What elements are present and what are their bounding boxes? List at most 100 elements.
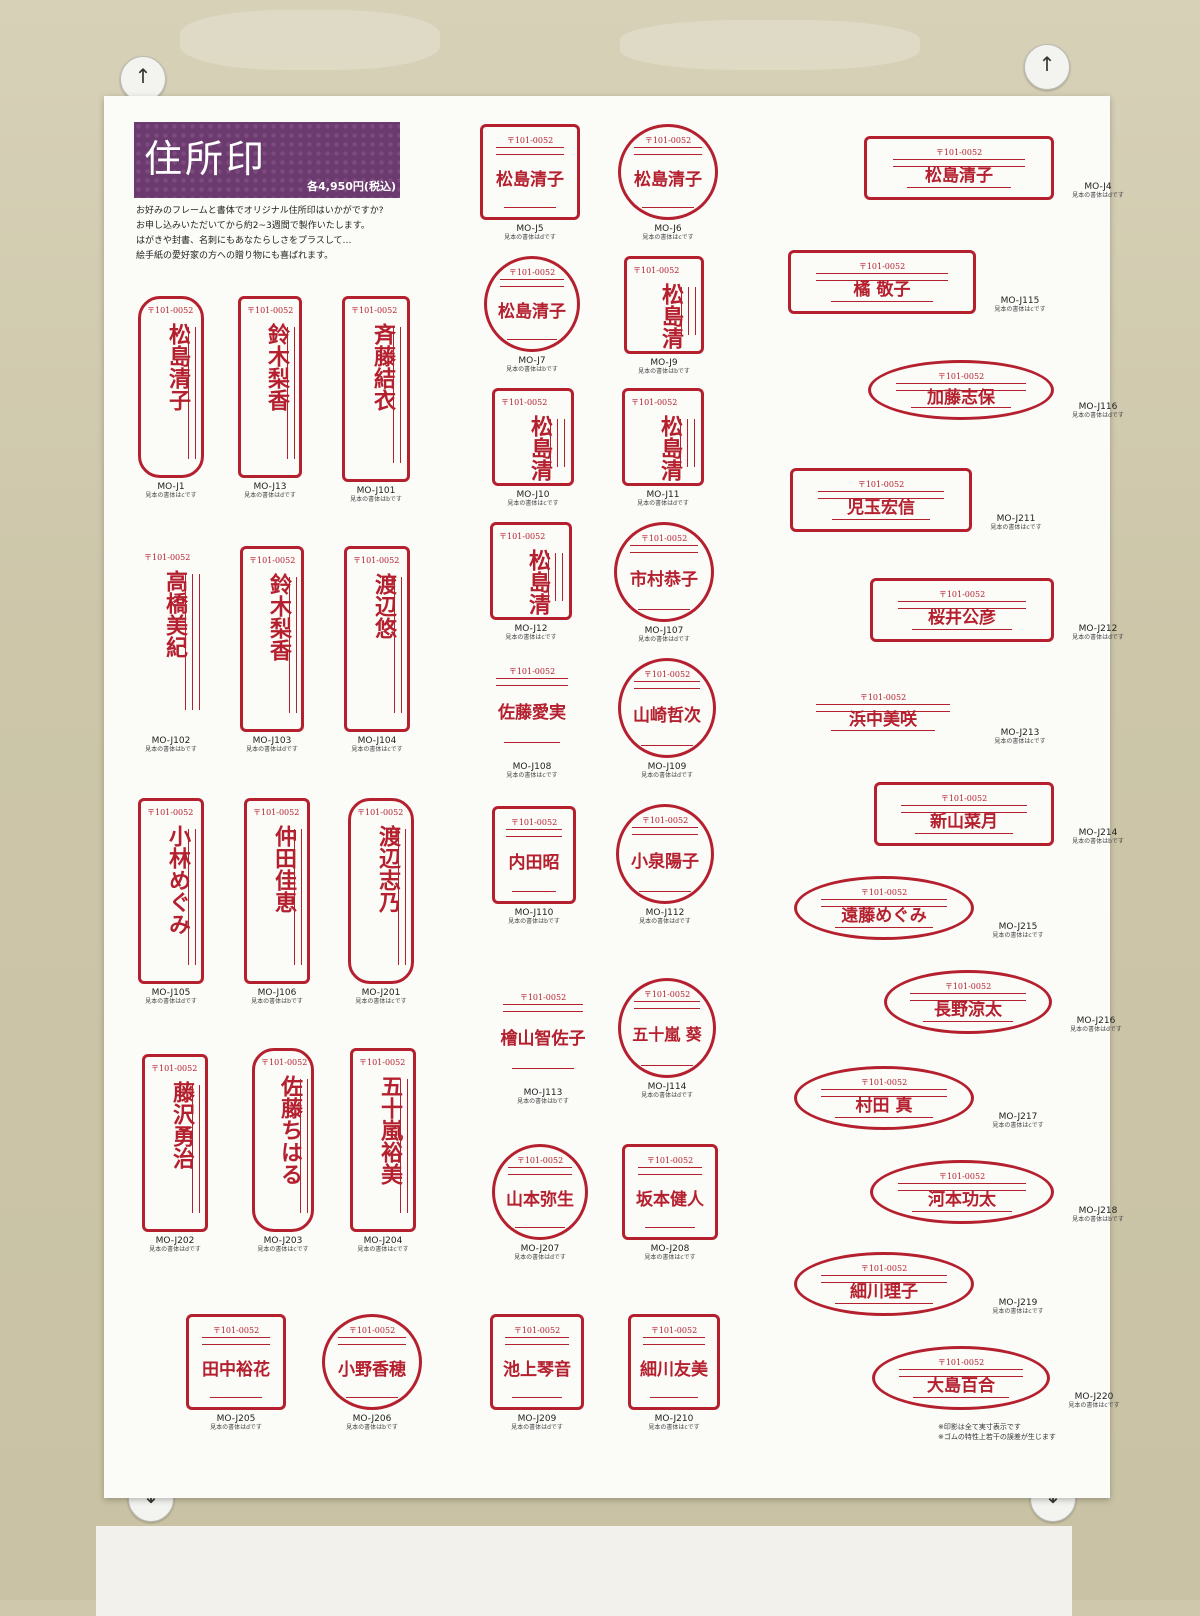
stamp-zip: 〒101-0052	[938, 590, 986, 599]
stamp-code: MO-J13	[253, 482, 287, 492]
stamp-font-note: 見本の書体はdです	[504, 234, 556, 241]
address-line	[901, 812, 1027, 813]
stamp-zip: 〒101-0052	[937, 1358, 985, 1367]
address-line	[338, 1344, 406, 1345]
address-line	[400, 1079, 402, 1213]
stamp-font-note: 見本の書体はcです	[992, 1308, 1044, 1315]
stamp-zip: 〒101-0052	[643, 990, 691, 999]
address-line	[188, 327, 190, 459]
address-line	[401, 577, 403, 713]
stamp-name: 浜中美咲	[849, 710, 917, 730]
stamp-code: MO-J110	[514, 908, 554, 918]
stamp-name: 河本功太	[928, 1190, 996, 1210]
stamp-code: MO-J6	[654, 224, 682, 234]
address-stamp: 〒101-0052 細川友美	[628, 1314, 720, 1410]
stamp-code: MO-J216	[1076, 1016, 1116, 1026]
stamp-code: MO-J116	[1078, 402, 1118, 412]
address-line	[821, 1282, 947, 1283]
stamp-zip: 〒101-0052	[147, 306, 194, 315]
stamp-code: MO-J213	[1000, 728, 1040, 738]
address-line	[505, 1337, 569, 1338]
stamp-font-note: 見本の書体はdです	[641, 1092, 693, 1099]
stamp-name: 児玉宏信	[847, 498, 915, 518]
address-line	[408, 577, 410, 713]
phone-line	[907, 187, 1011, 188]
address-line	[505, 829, 563, 830]
footnote-line: ※ゴムの特性上若干の誤差が生じます	[938, 1433, 1056, 1441]
stamp-font-note: 見本の書体はbです	[1072, 838, 1124, 845]
stamp-zip: 〒101-0052	[519, 993, 567, 1002]
stamp-name: 村田 真	[855, 1096, 913, 1116]
phone-line	[830, 730, 936, 731]
intro-line: 絵手紙の愛好家の方への贈り物にも喜ばれます。	[136, 251, 334, 261]
address-line	[185, 574, 187, 710]
stamp-code: MO-J210	[654, 1414, 694, 1424]
address-line	[694, 419, 696, 467]
arrow-up-icon: ↑	[134, 64, 152, 88]
address-line	[338, 1337, 406, 1338]
address-line	[499, 279, 565, 280]
phone-line	[915, 833, 1013, 834]
address-line	[192, 574, 194, 710]
stamp-zip: 〒101-0052	[499, 532, 546, 541]
address-line	[633, 681, 701, 682]
phone-line	[512, 1397, 562, 1398]
stamp-name: 加藤志保	[927, 388, 995, 408]
stamp-font-note: 見本の書体はcです	[355, 998, 407, 1005]
phone-line	[503, 207, 557, 208]
stamp-zip: 〒101-0052	[937, 372, 985, 381]
stamp-zip: 〒101-0052	[348, 1326, 396, 1335]
stamp-name: 桜井公彦	[928, 608, 996, 628]
stamp-name: 遠藤めぐみ	[841, 906, 927, 926]
stamp-code: MO-J205	[216, 1414, 256, 1424]
address-line	[199, 1085, 201, 1213]
stamp-zip: 〒101-0052	[640, 534, 688, 543]
address-line	[897, 608, 1027, 609]
stamp-code: MO-J112	[645, 908, 685, 918]
stamp-zip: 〒101-0052	[860, 1264, 908, 1273]
stamp-name: 松島清子	[498, 302, 566, 322]
address-line	[496, 685, 568, 686]
address-line	[548, 553, 550, 601]
stamp-code: MO-J114	[647, 1082, 687, 1092]
stamp-zip: 〒101-0052	[357, 808, 404, 817]
stamp-code: MO-J108	[512, 762, 552, 772]
stamp-font-note: 見本の書体はcです	[507, 500, 559, 507]
stamp-code: MO-J215	[998, 922, 1038, 932]
phone-line	[912, 1397, 1010, 1398]
stamp-zip: 〒101-0052	[935, 148, 983, 157]
address-line	[307, 1079, 309, 1213]
footnote-line: ※印影は全て実寸表示です	[938, 1423, 1021, 1431]
stamp-name: 五十嵐 葵	[632, 1025, 702, 1044]
stamp-zip: 〒101-0052	[650, 1326, 698, 1335]
address-line	[631, 827, 699, 828]
stamp-font-note: 見本の書体はbです	[508, 918, 560, 925]
address-line	[503, 1004, 583, 1005]
stamp-name: 細川友美	[640, 1360, 708, 1380]
intro-line: はがきや封書、名刺にもあなたらしさをプラスして…	[136, 236, 352, 246]
arrow-up-icon: ↑	[1038, 52, 1056, 76]
stamp-font-note: 見本の書体はcです	[505, 634, 557, 641]
phone-line	[835, 1117, 933, 1118]
stamp-code: MO-J220	[1074, 1392, 1114, 1402]
